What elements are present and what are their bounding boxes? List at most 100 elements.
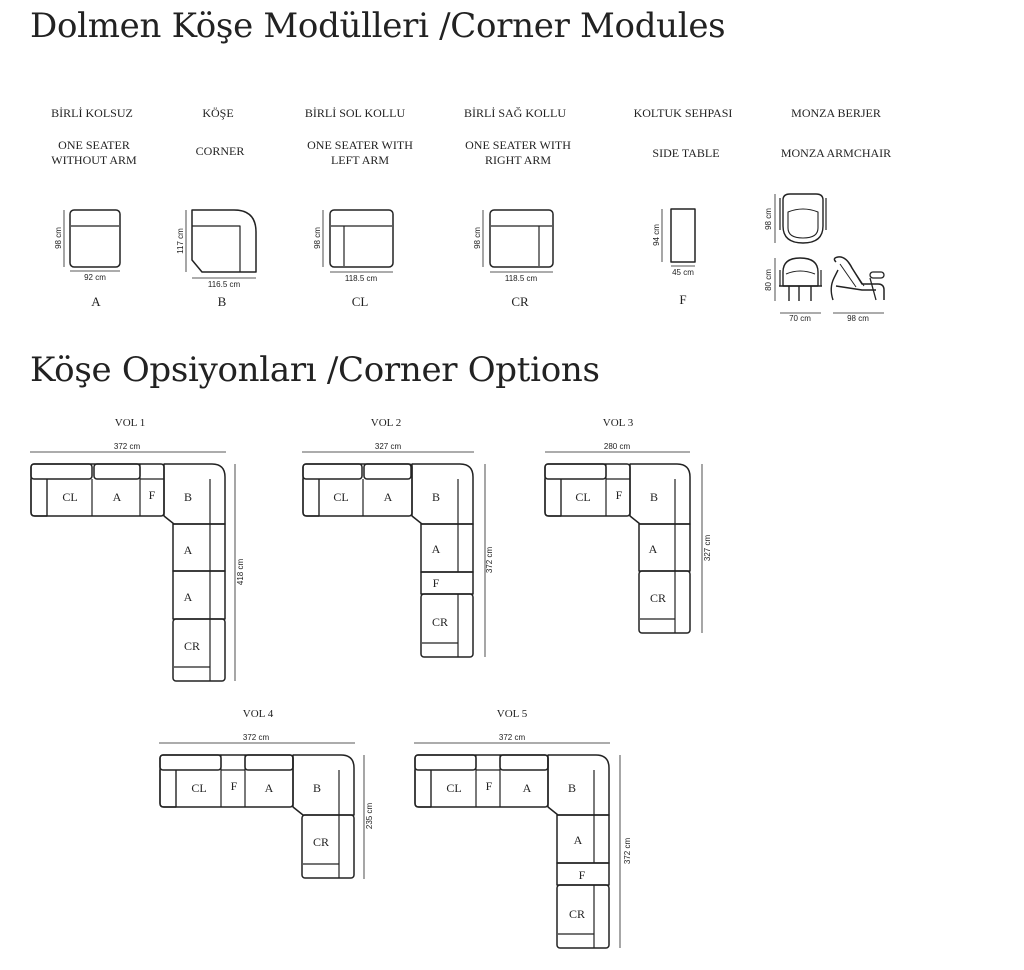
tile-b: B (184, 490, 192, 504)
option-width: 372 cm (499, 733, 526, 742)
tile-a: A (184, 543, 193, 557)
option-width: 280 cm (604, 442, 631, 451)
tile-f: F (149, 488, 156, 502)
tile-f: F (486, 779, 493, 793)
tile-f: F (231, 779, 238, 793)
option-label: VOL 5 (497, 708, 528, 720)
dim-depth: 98 cm (473, 227, 482, 249)
option-vol-3: VOL 3 280 cm 327 cm CL F B A CR (544, 417, 712, 634)
module-one-seater-left-arm: BİRLİ SOL KOLLU ONE SEATER WITH LEFT ARM… (305, 106, 413, 309)
module-one-seater-right-arm: BİRLİ SAĞ KOLLU ONE SEATER WITH RIGHT AR… (464, 106, 571, 309)
dim-side-depth: 98 cm (847, 314, 869, 323)
tile-b: B (432, 490, 440, 504)
module-en-label-line2: RIGHT ARM (485, 153, 551, 167)
dim-depth: 117 cm (176, 228, 185, 254)
module-tr-label: BİRLİ KOLSUZ (51, 106, 133, 120)
dim-width: 45 cm (672, 268, 694, 277)
option-vol-4: VOL 4 372 cm 235 cm CL F A B CR (159, 708, 374, 879)
armchair-front-view (779, 257, 822, 301)
tile-b: B (568, 781, 576, 795)
tile-cr: CR (432, 615, 448, 629)
option-width: 327 cm (375, 442, 402, 451)
module-code: B (218, 294, 227, 309)
tile-cr: CR (569, 907, 585, 921)
option-depth: 327 cm (703, 535, 712, 562)
tile-a: A (265, 781, 274, 795)
option-width: 372 cm (243, 733, 270, 742)
option-width: 372 cm (114, 442, 141, 451)
tile-a: A (384, 490, 393, 504)
dim-depth: 98 cm (313, 227, 322, 249)
tile-f: F (579, 868, 586, 882)
dim-width: 118.5 cm (505, 274, 538, 283)
module-tr-label: KÖŞE (202, 106, 233, 120)
tile-b: B (313, 781, 321, 795)
tile-cl: CL (333, 490, 348, 504)
module-cr-shape (489, 209, 554, 268)
tile-a: A (523, 781, 532, 795)
option-depth: 372 cm (623, 838, 632, 865)
option-label: VOL 3 (603, 417, 634, 429)
tile-cr: CR (184, 639, 200, 653)
module-one-seater-without-arm: BİRLİ KOLSUZ ONE SEATER WITHOUT ARM 98 c… (51, 106, 137, 309)
dim-width: 116.5 cm (208, 280, 241, 289)
module-en-label-line1: CORNER (196, 144, 245, 158)
module-en-label-line1: ONE SEATER WITH (307, 138, 413, 152)
tile-f: F (616, 488, 623, 502)
module-a-shape (69, 209, 121, 268)
module-corner: KÖŞE CORNER 117 cm 116.5 cm B (176, 106, 257, 309)
module-monza-armchair: MONZA BERJER MONZA ARMCHAIR 98 cm (764, 106, 891, 323)
dim-depth: 94 cm (652, 224, 661, 246)
tile-cl: CL (62, 490, 77, 504)
module-code: CR (511, 294, 529, 309)
module-code: CL (352, 294, 369, 309)
option-label: VOL 4 (243, 708, 274, 720)
option-label: VOL 2 (371, 417, 401, 429)
option-vol-1: VOL 1 372 cm 418 cm CL (30, 417, 245, 682)
option-depth: 418 cm (236, 559, 245, 586)
module-en-label-line1: SIDE TABLE (652, 146, 719, 160)
module-tr-label: MONZA BERJER (791, 106, 881, 120)
module-side-table: KOLTUK SEHPASI SIDE TABLE 94 cm 45 cm F (634, 106, 733, 307)
tile-cl: CL (191, 781, 206, 795)
tile-a: A (649, 542, 658, 556)
tile-cl: CL (575, 490, 590, 504)
option-label: VOL 1 (115, 417, 145, 429)
modules-section-title: Dolmen Köşe Modülleri /Corner Modules (30, 6, 726, 46)
dim-width: 118.5 cm (345, 274, 378, 283)
module-cl-shape (329, 209, 394, 268)
tile-a: A (574, 833, 583, 847)
module-en-label-line1: ONE SEATER WITH (465, 138, 571, 152)
tile-b: B (650, 490, 658, 504)
dim-height: 80 cm (764, 269, 773, 291)
module-code: A (91, 294, 101, 309)
armchair-side-view (830, 256, 885, 301)
option-depth: 235 cm (365, 803, 374, 830)
module-b-shape (191, 209, 257, 273)
module-tr-label: BİRLİ SOL KOLLU (305, 106, 406, 120)
module-code: F (679, 292, 686, 307)
module-tr-label: BİRLİ SAĞ KOLLU (464, 106, 566, 120)
module-en-label-line2: LEFT ARM (331, 153, 389, 167)
module-en-label-line2: WITHOUT ARM (51, 153, 137, 167)
module-tr-label: KOLTUK SEHPASI (634, 106, 733, 120)
dim-top-depth: 98 cm (764, 208, 773, 230)
tile-cl: CL (446, 781, 461, 795)
dim-depth: 98 cm (54, 227, 63, 249)
module-en-label-line1: ONE SEATER (58, 138, 130, 152)
tile-a: A (184, 590, 193, 604)
dim-front-width: 70 cm (789, 314, 811, 323)
armchair-top-view (779, 193, 827, 244)
tile-cr: CR (650, 591, 666, 605)
tile-a: A (432, 542, 441, 556)
tile-f: F (433, 576, 440, 590)
option-vol-2: VOL 2 327 cm 372 cm CL A B A F CR (302, 417, 494, 658)
option-depth: 372 cm (485, 547, 494, 574)
dim-width: 92 cm (84, 273, 106, 282)
tile-a: A (113, 490, 122, 504)
module-en-label-line1: MONZA ARMCHAIR (781, 146, 891, 160)
tile-cr: CR (313, 835, 329, 849)
option-vol-5: VOL 5 372 cm 372 cm CL F A B A F (414, 708, 632, 949)
